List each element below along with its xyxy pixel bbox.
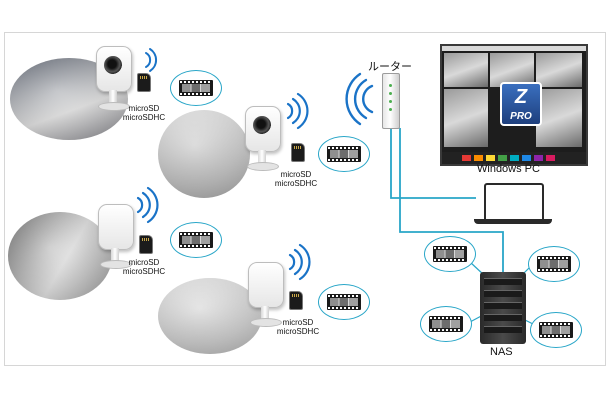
router-to-nas-line [399, 128, 504, 272]
logo-text: PRO [510, 111, 532, 122]
sd-card-icon [290, 292, 302, 309]
nas-recording-bubble-4 [530, 312, 582, 348]
film-strip-icon [179, 80, 213, 96]
sd-label-line1: microSD [128, 104, 160, 113]
film-strip-icon [537, 256, 571, 272]
nas-recording-bubble-3 [420, 306, 472, 342]
router-wifi-icon [345, 72, 374, 126]
monitor-titlebar [442, 46, 586, 51]
nas-server-icon [480, 272, 526, 344]
nas-recording-bubble-1 [424, 236, 476, 272]
video-tile [536, 89, 582, 147]
film-strip-icon [429, 316, 463, 332]
camera-body [98, 204, 134, 250]
film-strip-icon [327, 146, 361, 162]
sd-label-line2: microSDHC [122, 113, 166, 122]
camera4-wifi-icon [288, 243, 311, 281]
film-strip-icon [539, 322, 573, 338]
sd-label-line2: microSDHC [276, 327, 320, 336]
router-to-pc-line [390, 127, 476, 199]
laptop-icon [484, 183, 544, 223]
sd-card-icon [292, 144, 304, 161]
pc-label: Windows PC [477, 163, 540, 175]
camera-lens-icon [104, 56, 122, 74]
camera-base [100, 260, 132, 269]
film-strip-icon [433, 246, 467, 262]
camera-body [248, 262, 284, 308]
sd-label-line1: microSD [282, 318, 314, 327]
sd-label-line1: microSD [280, 170, 312, 179]
camera-base [250, 318, 282, 327]
router-label: ルーター [368, 61, 412, 73]
nas-label: NAS [490, 346, 513, 358]
recording-bubble [170, 70, 222, 106]
recording-bubble [318, 284, 370, 320]
camera-stand [261, 306, 269, 320]
sd-label-line1: microSD [128, 258, 160, 267]
camera3-wifi-icon [136, 186, 159, 224]
router-icon [382, 73, 400, 129]
scene-office-photo [158, 110, 250, 198]
camera-base [247, 162, 279, 171]
video-tile [490, 53, 534, 87]
camera-base [98, 102, 130, 111]
camera-stand [109, 90, 117, 104]
camera-body [96, 46, 132, 92]
laptop-base [474, 219, 552, 224]
scene-living-room-photo [158, 278, 262, 354]
recording-bubble [170, 222, 222, 258]
video-tile [536, 53, 582, 87]
camera-lens-icon [253, 116, 271, 134]
monitor-toolbar [442, 152, 586, 164]
logo-letter: Z [514, 86, 528, 108]
sd-label-line2: microSDHC [274, 179, 318, 188]
video-tile [444, 53, 488, 87]
recording-bubble [318, 136, 370, 172]
sd-label-line2: microSDHC [122, 267, 166, 276]
camera-stand [111, 248, 119, 262]
camera2-wifi-icon [286, 92, 309, 130]
camera1-wifi-icon [145, 48, 157, 72]
sd-card-icon [140, 236, 152, 253]
nas-recording-bubble-2 [528, 246, 580, 282]
sd-card-icon [138, 74, 150, 91]
monitor-screen: Z PRO [440, 44, 588, 166]
zpro-logo-icon: Z PRO [500, 82, 542, 126]
film-strip-icon [179, 232, 213, 248]
film-strip-icon [327, 294, 361, 310]
scene-escalator-photo [8, 212, 112, 300]
camera-stand [258, 150, 266, 164]
video-tile [444, 89, 488, 147]
